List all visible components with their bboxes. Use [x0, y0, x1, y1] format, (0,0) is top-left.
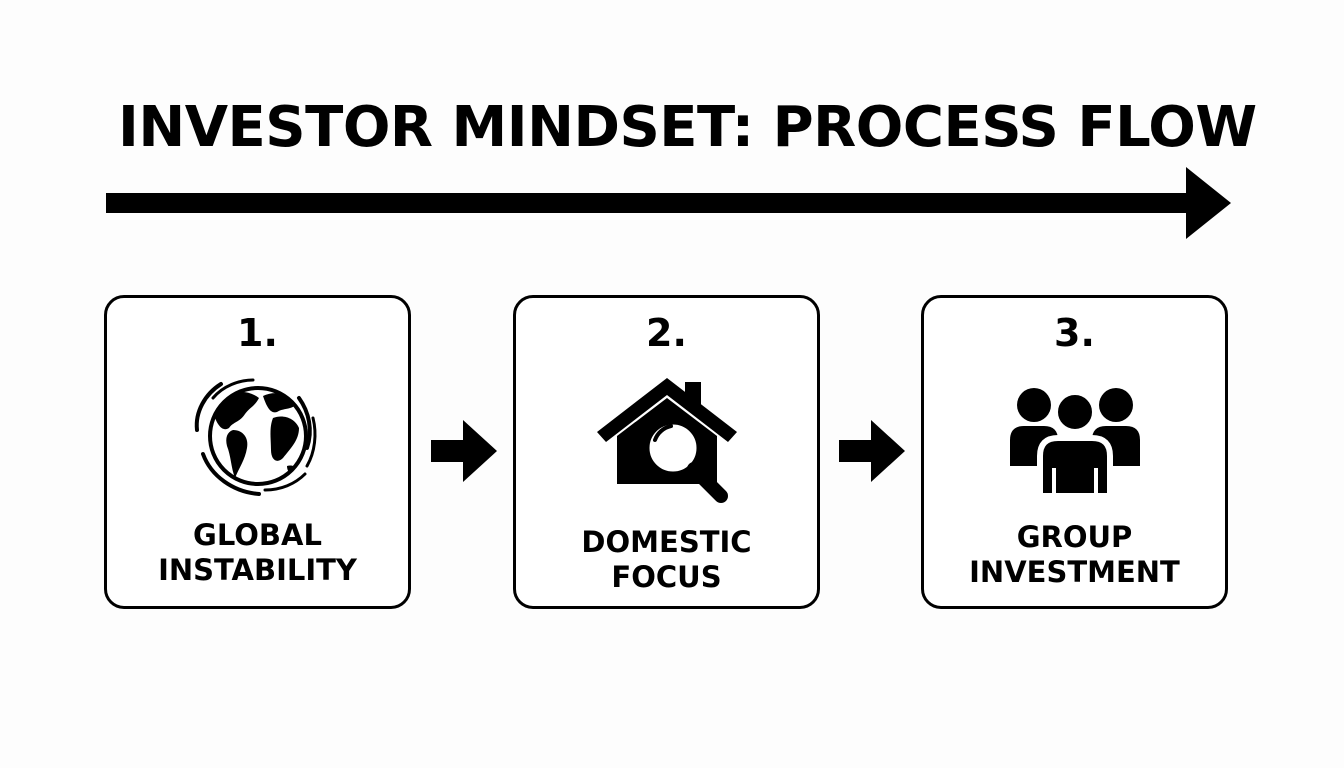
diagram-title: INVESTOR MINDSET: PROCESS FLOW — [118, 95, 1257, 160]
connector-arrow-icon — [431, 420, 497, 482]
connector-arrow-icon — [839, 420, 905, 482]
step-label-line: GLOBAL — [193, 518, 322, 552]
step-label-line: FOCUS — [611, 560, 722, 594]
step-number: 3. — [1054, 311, 1095, 355]
step-label: GROUP INVESTMENT — [924, 520, 1225, 590]
step-number: 2. — [646, 311, 687, 355]
step-box-domestic-focus: 2. DOMESTIC FOCUS — [513, 295, 820, 609]
house-magnifier-icon — [596, 378, 737, 503]
step-label-line: GROUP — [1016, 520, 1133, 554]
step-label-line: INSTABILITY — [158, 553, 357, 587]
group-people-icon — [1009, 388, 1140, 496]
step-label: GLOBAL INSTABILITY — [107, 518, 408, 588]
step-label-line: INVESTMENT — [969, 555, 1180, 589]
process-flow-arrow — [106, 167, 1231, 239]
step-label: DOMESTIC FOCUS — [516, 525, 817, 595]
globe-icon — [194, 378, 316, 496]
step-box-group-investment: 3. GROUP INVESTMENT — [921, 295, 1228, 609]
step-label-line: DOMESTIC — [581, 525, 752, 559]
step-number: 1. — [237, 311, 278, 355]
step-box-global-instability: 1. GLOBAL INSTABILITY — [104, 295, 411, 609]
